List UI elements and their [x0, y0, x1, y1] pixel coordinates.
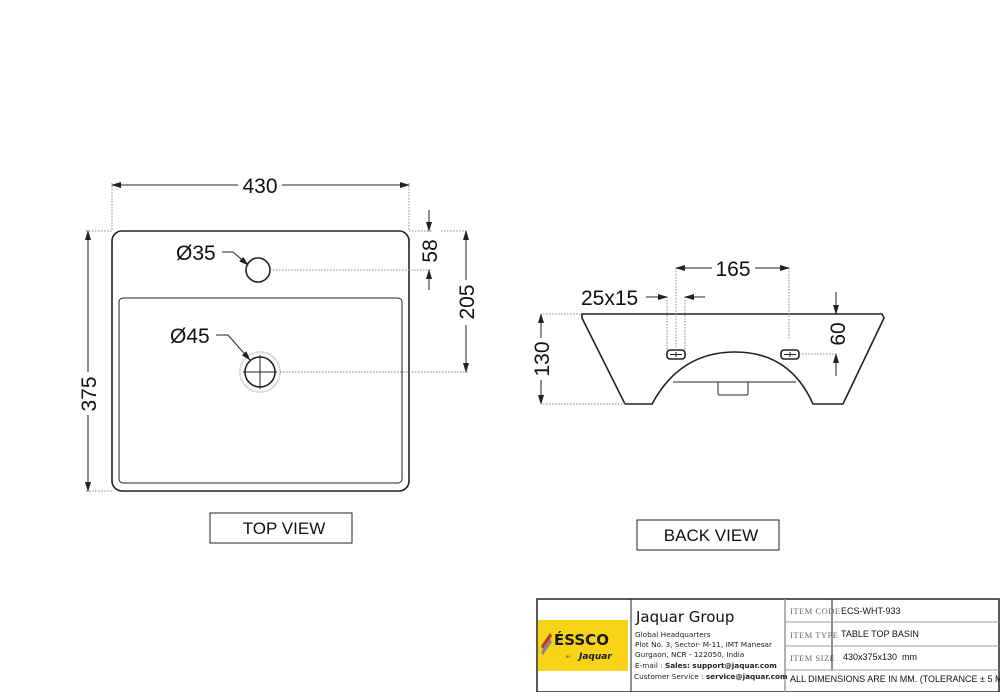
- back-view: 165 25x15 60 130 BACK VIEW: [531, 258, 885, 551]
- dim-overflow-size: 25x15: [581, 287, 638, 310]
- item-code-label: ITEM CODE: [790, 606, 841, 616]
- item-size-label: ITEM SIZE: [790, 653, 835, 663]
- item-type-label: ITEM TYPE: [790, 630, 839, 640]
- company-name: Jaquar Group: [635, 608, 734, 626]
- dim-height: 130: [531, 341, 554, 376]
- email-label: E-mail :: [635, 661, 665, 670]
- basin-profile: [581, 313, 885, 405]
- svg-text:E-mail : Sales: support@jaquar: E-mail : Sales: support@jaquar.com: [635, 661, 777, 670]
- service-value[interactable]: service@jaquar.com: [706, 672, 788, 681]
- address-line: Gurgaon, NCR - 122050, India: [635, 650, 744, 659]
- title-block: ÉSSCO Jaquar BY Jaquar Group Global Head…: [536, 598, 1000, 692]
- dim-overflow-spacing: 165: [715, 258, 750, 281]
- svg-text:Customer Service : service@jaq: Customer Service : service@jaquar.com: [634, 672, 788, 681]
- tap-hole: [245, 257, 271, 283]
- service-label: Customer Service :: [634, 672, 706, 681]
- dimension-note: ALL DIMENSIONS ARE IN MM. (TOLERANCE ± 5…: [790, 674, 1000, 684]
- top-view-label-box: [209, 512, 353, 544]
- top-view: 430 375 58 205 Ø35 Ø45 TOP VIEW: [78, 175, 479, 544]
- svg-text:ÉSSCO: ÉSSCO: [554, 630, 609, 649]
- tap-hole-label: Ø35: [176, 242, 216, 265]
- item-code: ECS-WHT-933: [841, 606, 901, 616]
- basin-outline: [111, 230, 410, 492]
- address-line: Plot No. 3, Sector- M-11, IMT Manesar: [635, 640, 772, 649]
- dim-width: 430: [242, 175, 277, 198]
- email-value[interactable]: Sales: support@jaquar.com: [665, 661, 777, 670]
- address-line: Global Headquarters: [635, 630, 711, 639]
- basin-bowl: [118, 297, 403, 484]
- item-size: 430x375x130 mm: [843, 652, 917, 662]
- back-view-label: BACK VIEW: [664, 526, 758, 545]
- dim-overflow-height: 60: [827, 322, 850, 345]
- dim-tap-offset: 58: [419, 239, 442, 262]
- top-view-label: TOP VIEW: [243, 519, 326, 538]
- svg-text:BY: BY: [566, 655, 571, 659]
- dim-depth: 375: [78, 376, 101, 411]
- svg-text:Jaquar: Jaquar: [577, 652, 612, 662]
- drain-outlet: [717, 382, 749, 396]
- back-view-label-box: [636, 519, 780, 551]
- essco-logo: ÉSSCO Jaquar BY: [538, 620, 628, 671]
- item-type: TABLE TOP BASIN: [841, 629, 919, 639]
- drain-hole-label: Ø45: [170, 325, 210, 348]
- dim-drain-offset: 205: [456, 284, 479, 319]
